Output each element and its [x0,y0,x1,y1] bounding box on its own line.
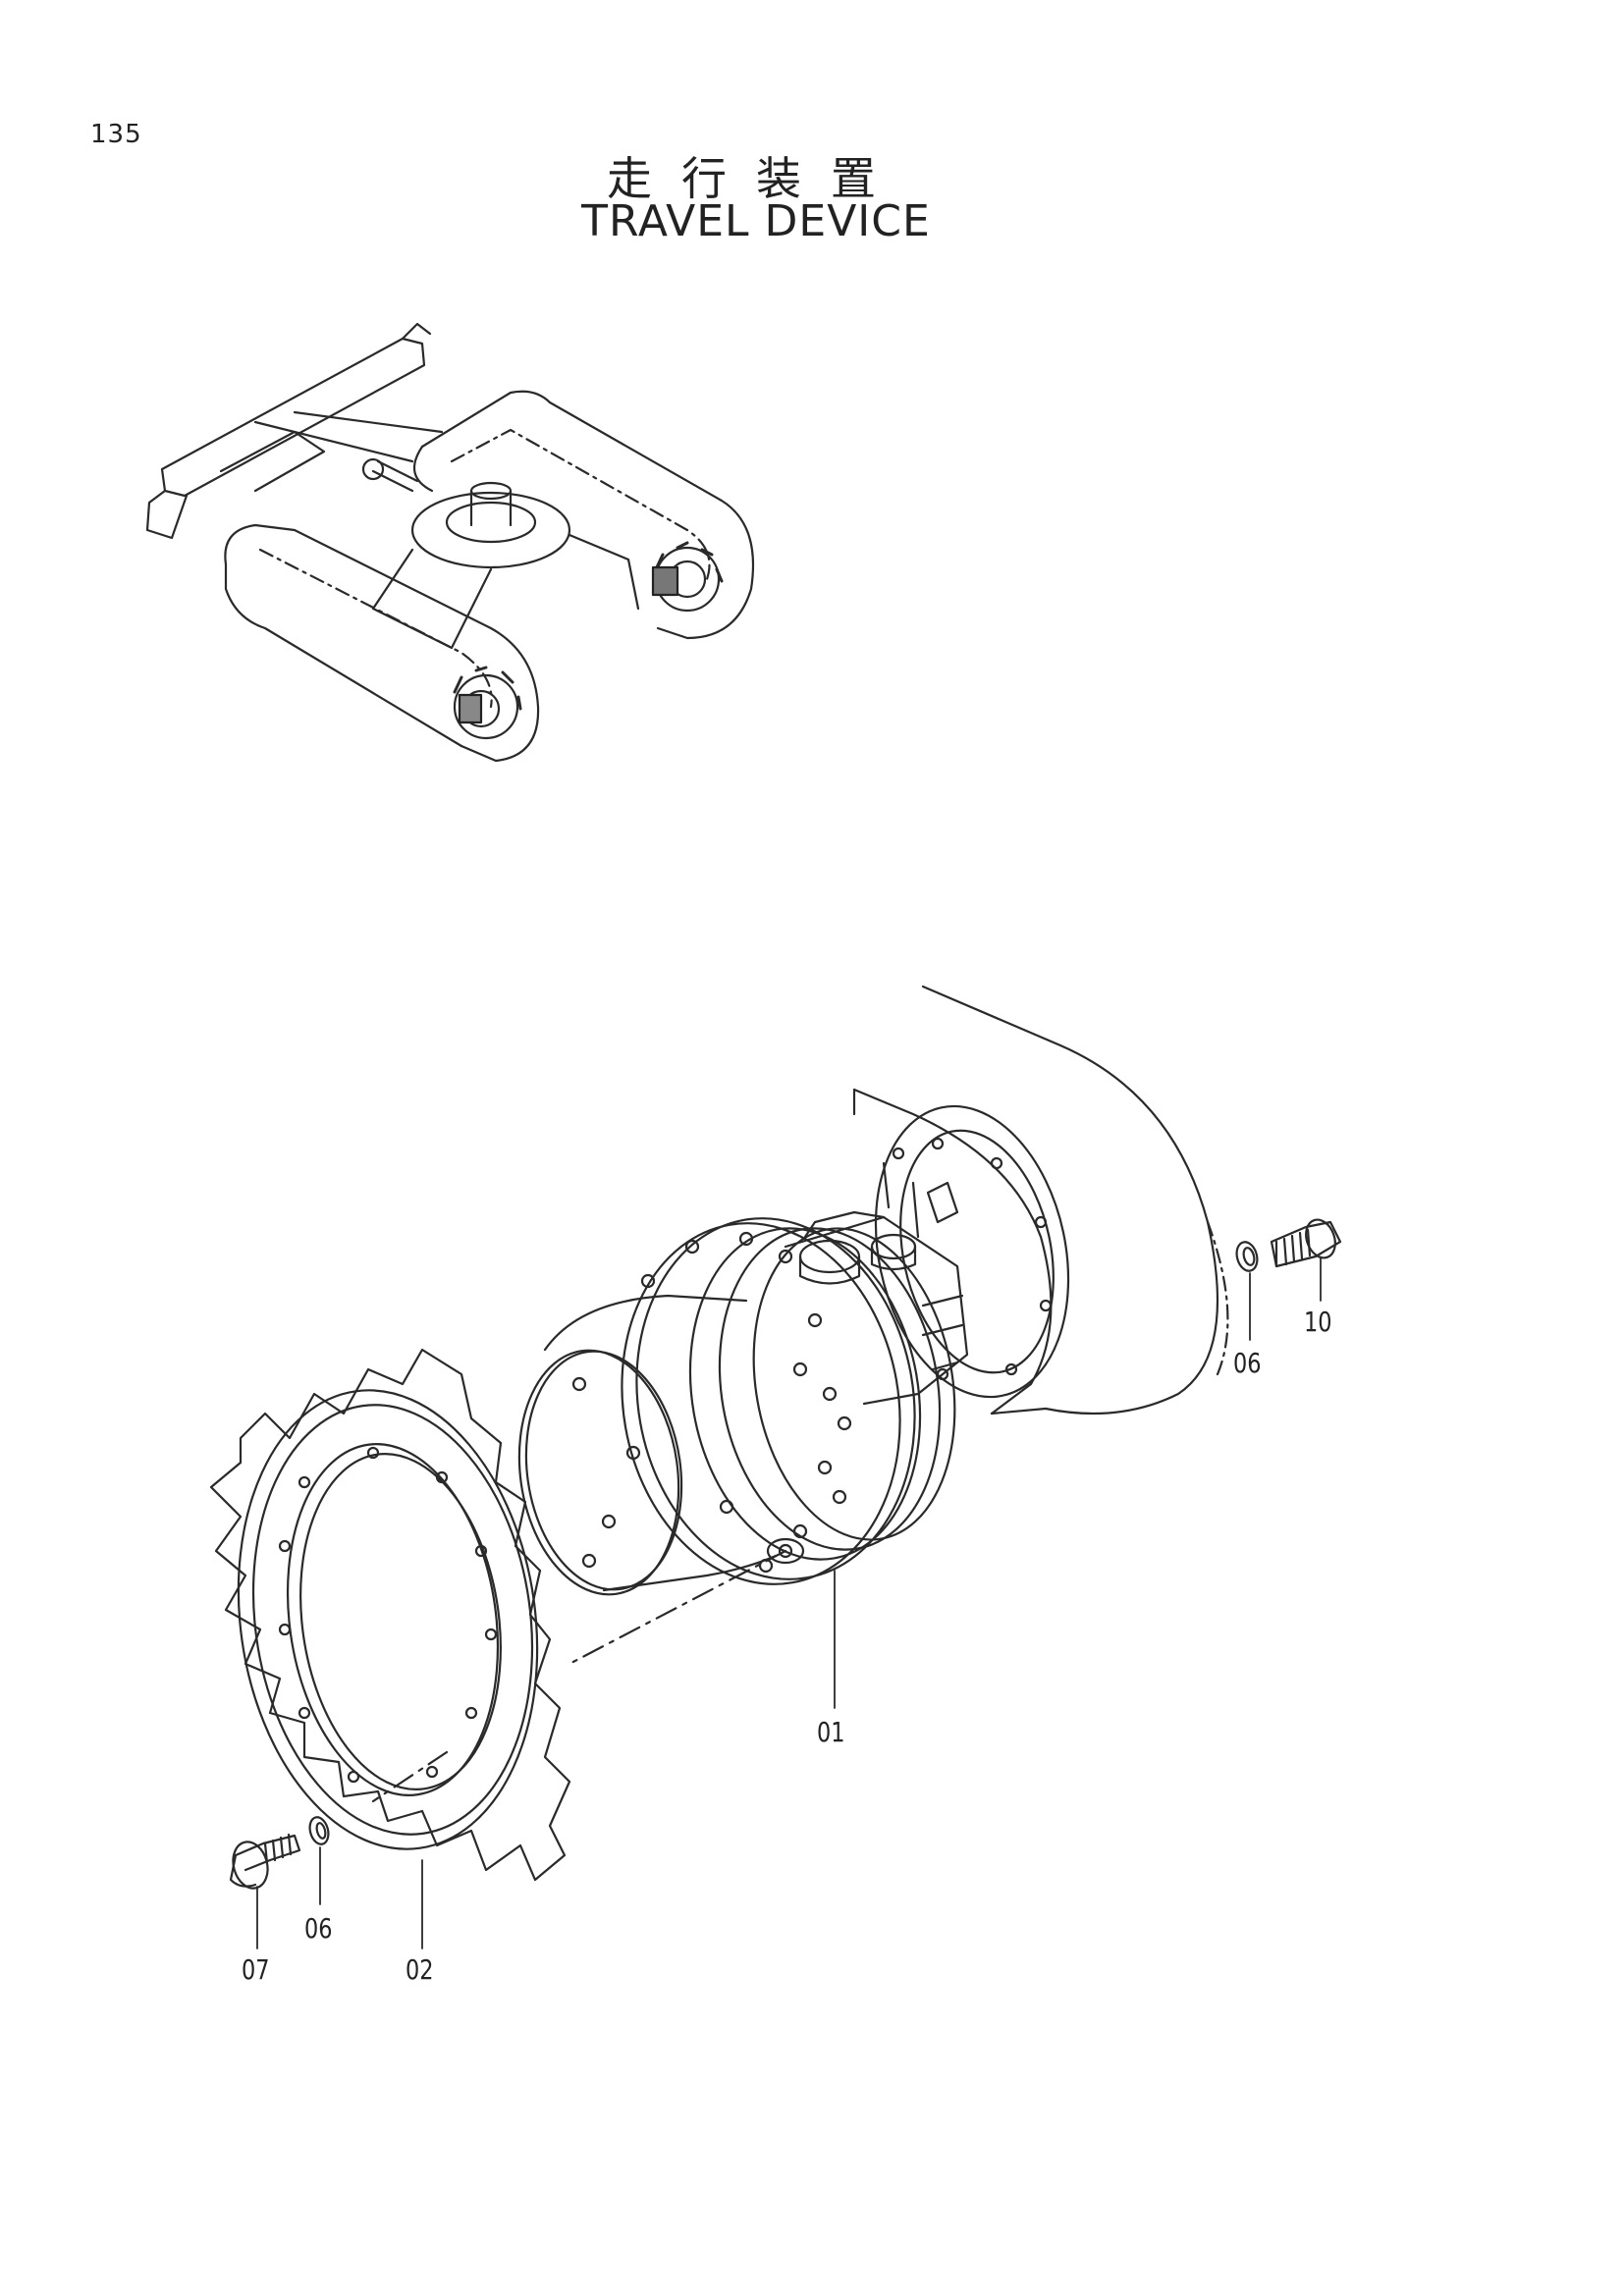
callout-10: 10 [1304,1306,1332,1338]
sprocket [209,1348,571,1882]
callout-06-sprocket: 06 [304,1912,333,1945]
title-english: TRAVEL DEVICE [581,196,931,246]
washer-sprocket-side [308,1816,330,1845]
bolt-sprocket-side [229,1833,301,1890]
page-number: 135 [90,120,142,149]
title-japanese: 走行装置 [607,152,905,205]
callout-01: 01 [817,1716,845,1748]
assembly-centerline [568,1549,787,1666]
callout-02: 02 [406,1953,434,1986]
bolt-motor-side [1270,1218,1342,1268]
track-frame-housing [852,985,1229,1415]
leader-lines [256,1257,1322,1949]
washer-motor-side [1235,1241,1259,1272]
callout-06-motor: 06 [1233,1347,1262,1379]
travel-motor-assembly [517,1210,969,1596]
callout-07: 07 [242,1953,270,1986]
undercarriage-overview-illustration [145,322,755,763]
